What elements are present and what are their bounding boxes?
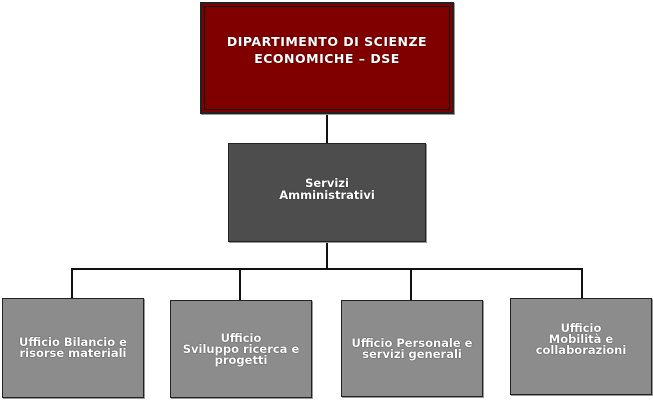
office-label: Ufficio Personale e servizi generali	[351, 335, 473, 361]
node-office-mobilita: Ufficio Mobilità e collaborazioni	[510, 298, 652, 395]
office-label: Ufficio Bilancio e risorse materiali	[19, 335, 127, 360]
office-label: Ufficio Mobilità e collaborazioni	[535, 321, 627, 357]
root-node-department: DIPARTIMENTO DI SCIENZE ECONOMICHE – DSE	[200, 2, 454, 114]
node-office-sviluppo: Ufficio Sviluppo ricerca e progetti	[170, 300, 312, 398]
middle-node-label: Servizi Amministrativi	[279, 175, 375, 202]
connector-office-1	[71, 268, 73, 299]
root-node-label: DIPARTIMENTO DI SCIENZE ECONOMICHE – DSE	[226, 34, 428, 66]
node-office-personale: Ufficio Personale e servizi generali	[341, 300, 483, 397]
connector-office-3	[410, 268, 412, 301]
connector-root-middle	[326, 113, 328, 144]
node-office-bilancio: Ufficio Bilancio e risorse materiali	[2, 298, 144, 398]
connector-office-2	[239, 268, 241, 301]
connector-middle-bus	[326, 241, 328, 270]
office-label: Ufficio Sviluppo ricerca e progetti	[182, 330, 300, 367]
connector-bus	[71, 268, 583, 270]
connector-office-4	[581, 268, 583, 299]
node-servizi-amministrativi: Servizi Amministrativi	[228, 143, 426, 242]
